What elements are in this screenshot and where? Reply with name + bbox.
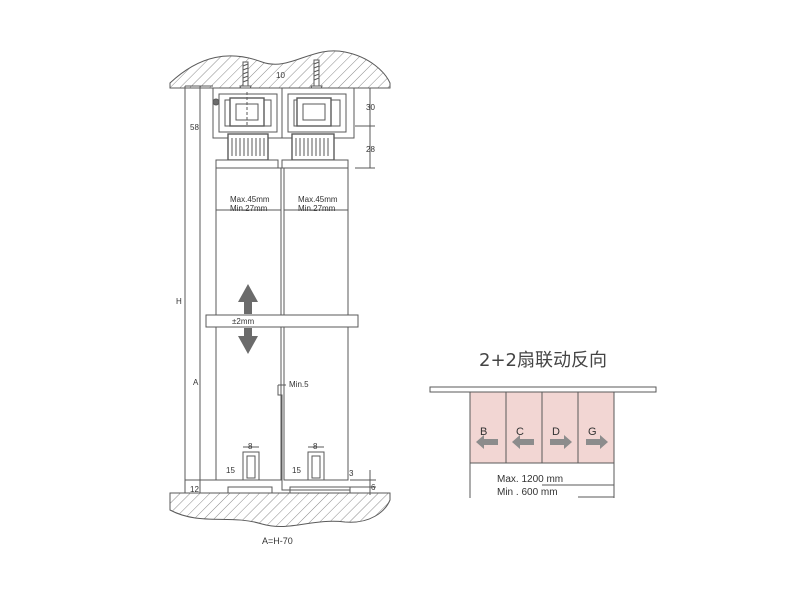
guide-left-width-label: 8	[248, 442, 253, 451]
guide-right-width-label: 8	[313, 442, 318, 451]
guide-left-height-label: 15	[226, 466, 235, 475]
min5-label: Min.5	[289, 380, 309, 389]
floor-guide-left	[227, 446, 273, 494]
hanger-plate-right	[281, 159, 349, 169]
dim-gap-label: 10	[276, 71, 285, 80]
min5-leader	[277, 385, 350, 491]
arrow-right-icon	[586, 435, 608, 449]
dim-58-label: 58	[190, 123, 199, 132]
panel-right-min-label: Min.27mm	[298, 204, 336, 213]
arrow-left-icon	[476, 435, 498, 449]
dim-12-label: 12	[190, 485, 199, 494]
dim-3-label: 3	[349, 469, 354, 478]
panel-left-min-label: Min.27mm	[230, 204, 268, 213]
caption-label: A=H-70	[262, 536, 293, 546]
max-width-label: Max. 1200 mm	[497, 474, 563, 485]
arrow-right-icon	[550, 435, 572, 449]
dim-A-label: A	[193, 378, 199, 387]
dim-6-label: 6	[371, 483, 376, 492]
door-leaf-g	[577, 391, 615, 464]
guide-right-height-label: 15	[292, 466, 301, 475]
arrow-left-icon	[512, 435, 534, 449]
section-drawing	[169, 50, 391, 527]
dim-28-label: 28	[366, 145, 375, 154]
door-leaf-d	[541, 391, 579, 464]
door-letter-g: G	[588, 426, 597, 438]
door-leaf-b	[469, 391, 507, 464]
panel-right-max-label: Max.45mm	[298, 195, 338, 204]
vertical-adjust-arrow	[238, 284, 258, 354]
min-width-label: Min . 600 mm	[497, 487, 558, 498]
roller-left	[227, 92, 269, 161]
door-letter-d: D	[552, 426, 560, 438]
adjust-label: ±2mm	[232, 317, 255, 326]
dim-30-label: 30	[366, 103, 375, 112]
ceiling-hatch	[169, 50, 391, 89]
floor-hatch	[169, 492, 391, 527]
adjust-band	[205, 314, 359, 328]
roller-right	[291, 97, 335, 161]
hanger-plate-left	[215, 159, 279, 169]
diagram-title: 2+2扇联动反向	[479, 350, 607, 371]
door-leaf-c	[505, 391, 543, 464]
overhead-track	[429, 386, 657, 393]
panel-left-max-label: Max.45mm	[230, 195, 270, 204]
door-letter-c: C	[516, 426, 524, 438]
door-letter-b: B	[480, 426, 487, 438]
dim-H-label: H	[176, 297, 182, 306]
